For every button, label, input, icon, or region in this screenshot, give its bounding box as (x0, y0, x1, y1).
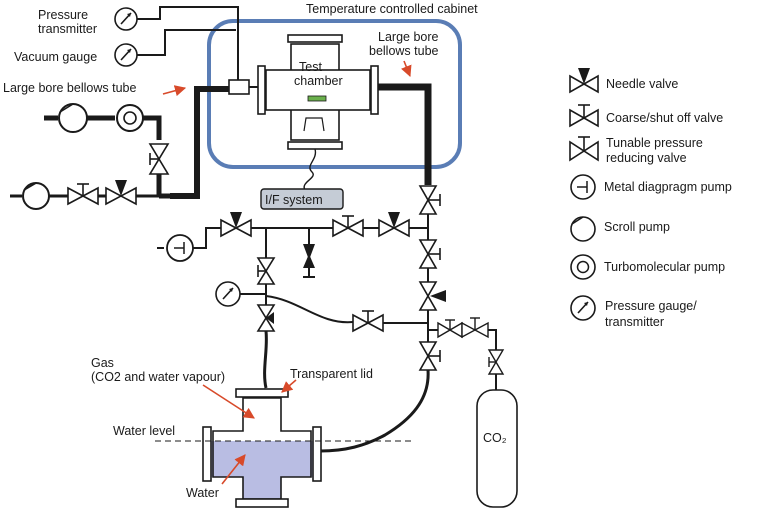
vacuum-gauge-icon (114, 43, 138, 67)
water-reservoir (202, 388, 322, 508)
co2-cylinder (476, 389, 518, 508)
water-arrow (221, 454, 246, 485)
coarse-valve-mid-1 (332, 215, 364, 238)
coarse-valve-left-1 (67, 183, 99, 206)
test-chamber-label: Test (299, 60, 322, 74)
bellows-right-label: Large bore (378, 30, 439, 44)
flex-hose-right (319, 369, 430, 453)
pressure-gauge-mid-icon (215, 281, 241, 307)
coarse-valve-right-2 (418, 239, 441, 269)
coarse-valve-vertical-2 (256, 257, 276, 285)
chamber-left-fitting (228, 79, 250, 95)
coarse-valve-mid-2 (352, 310, 384, 333)
transparent-lid-label: Transparent lid (290, 367, 373, 381)
legend-reducing-valve-label: Tunable pressure (606, 136, 703, 150)
vacuum-gauge-label: Vacuum gauge (14, 50, 97, 64)
if-system-box (260, 188, 344, 210)
coarse-valve-co2-2 (487, 349, 505, 375)
legend-coarse-valve-label: Coarse/shut off valve (606, 111, 723, 125)
legend-needle-valve-icon (569, 68, 599, 94)
bellows-left-label: Large bore bellows tube (3, 81, 136, 95)
bellows-left-arrow (162, 85, 187, 97)
bellows-right-arrow (401, 60, 412, 78)
legend-scroll-pump-label: Scroll pump (604, 220, 670, 234)
legend-pressure-gauge-label: Pressure gauge/ (605, 299, 697, 313)
co2-label: CO₂ (483, 431, 507, 445)
turbomolecular-pump-icon (116, 104, 144, 132)
metal-diaphragm-pump-icon-mid (166, 234, 194, 262)
pressure-transmitter-label-2: transmitter (38, 22, 97, 36)
lid-arrow (281, 379, 297, 393)
temperature-cabinet (207, 19, 462, 169)
sample-element (307, 95, 327, 102)
if-system-label: I/F system (265, 193, 323, 207)
legend-needle-valve-label: Needle valve (606, 77, 678, 91)
coarse-valve-right-3 (418, 341, 441, 371)
flex-hose-to-reservoir (263, 330, 268, 389)
needle-valve-vertical (303, 244, 315, 278)
legend: Needle valve Coarse/shut off valve Tunab… (569, 68, 732, 329)
needle-valve-mid-2 (378, 212, 410, 238)
legend-pressure-gauge-label-2: transmitter (605, 315, 664, 329)
legend-coarse-valve-icon (569, 104, 599, 128)
coarse-valve-vertical-left (148, 143, 170, 175)
water-label: Water (186, 486, 219, 500)
legend-reducing-valve-icon (569, 136, 599, 162)
if-cable (303, 148, 317, 191)
cabinet-label: Temperature controlled cabinet (306, 2, 478, 16)
gas-label: Gas (91, 356, 114, 370)
coarse-valve-co2-1 (437, 319, 463, 339)
needle-valve-left (105, 180, 137, 206)
legend-reducing-valve-label-2: reducing valve (606, 151, 687, 165)
water-level-label: Water level (113, 424, 175, 438)
legend-diaphragm-pump-icon (570, 174, 596, 200)
bellows-tube-right (378, 83, 432, 185)
legend-turbo-pump-label: Turbomolecular pump (604, 260, 725, 274)
pressure-transmitter-gauge-icon (114, 7, 138, 31)
scroll-pump-icon (58, 103, 88, 133)
transmitter-line (137, 6, 239, 80)
coarse-valve-right-1 (418, 185, 441, 215)
reducing-valve-co2 (461, 317, 489, 339)
curved-line-mid (265, 295, 354, 324)
needle-valve-right (418, 281, 446, 311)
metal-diaphragm-pump-icon-left (22, 182, 50, 210)
needle-valve-vertical-2 (256, 304, 276, 332)
bellows-right-label-2: bellows tube (369, 44, 439, 58)
legend-diaphragm-pump-label: Metal diagpragm pump (604, 180, 732, 194)
vacuum-gauge-line (137, 29, 236, 56)
legend-pressure-gauge-icon (570, 295, 596, 321)
test-chamber (257, 34, 379, 150)
gas-arrow (202, 384, 255, 419)
gas-label-2: (CO2 and water vapour) (91, 370, 225, 384)
legend-turbo-pump-icon (570, 254, 596, 280)
test-chamber-label-2: chamber (294, 74, 343, 88)
legend-scroll-pump-icon (570, 216, 596, 242)
needle-valve-mid-1 (220, 212, 252, 238)
pressure-transmitter-label: Pressure (38, 8, 88, 22)
bellows-tube-left (170, 86, 229, 199)
